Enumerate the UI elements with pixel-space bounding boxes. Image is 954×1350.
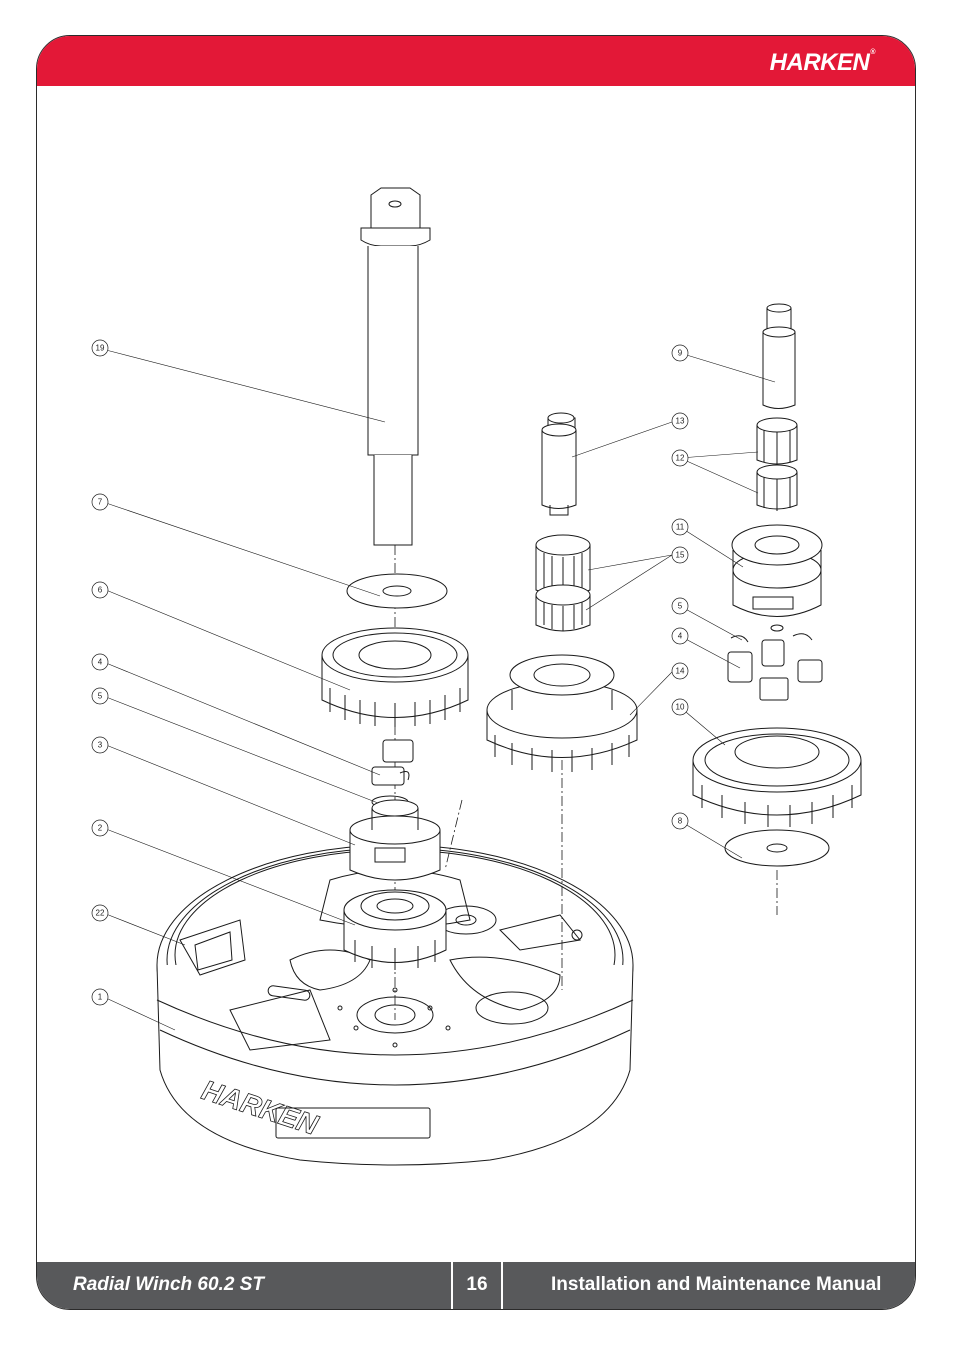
- header-band: HARKEN®: [37, 36, 915, 86]
- roller-bearings-15: [535, 534, 591, 632]
- callout-13: 13: [671, 412, 689, 430]
- callouts: 19 7 6 4 5 3 2 22 1 13 15 14 9 12 11 5 4…: [91, 339, 689, 1006]
- callout-14: 14: [671, 662, 689, 680]
- svg-text:6: 6: [98, 586, 103, 595]
- gear-14: [486, 654, 638, 990]
- callout-3: 3: [91, 736, 109, 754]
- callout-4-left: 4: [91, 653, 109, 671]
- manual-title: Installation and Maintenance Manual: [551, 1274, 882, 1295]
- svg-text:2: 2: [98, 824, 103, 833]
- gear-6: [321, 627, 469, 727]
- leader-lines: [105, 349, 776, 1031]
- svg-text:5: 5: [678, 602, 683, 611]
- washer-8: [724, 829, 830, 867]
- svg-text:22: 22: [96, 909, 105, 918]
- callout-1: 1: [91, 988, 109, 1006]
- svg-text:7: 7: [98, 498, 103, 507]
- svg-text:4: 4: [678, 632, 683, 641]
- footer-band: Radial Winch 60.2 ST 16 Installation and…: [37, 1262, 915, 1309]
- callout-7: 7: [91, 493, 109, 511]
- pawl-left: [382, 739, 414, 763]
- drive-shaft: [360, 187, 431, 1020]
- pawl-carrier: [349, 799, 441, 881]
- pawl-right: [727, 651, 753, 683]
- page-number: 16: [466, 1274, 488, 1295]
- footer-divider-right: [501, 1262, 503, 1309]
- callout-19: 19: [91, 339, 109, 357]
- svg-text:13: 13: [676, 417, 685, 426]
- footer-divider-left: [451, 1262, 453, 1309]
- callout-22: 22: [91, 904, 109, 922]
- svg-text:9: 9: [678, 349, 683, 358]
- svg-text:11: 11: [676, 523, 685, 532]
- callout-11: 11: [671, 518, 689, 536]
- product-title: Radial Winch 60.2 ST: [73, 1274, 264, 1295]
- svg-text:14: 14: [676, 667, 685, 676]
- washer-7: [346, 573, 448, 609]
- svg-text:8: 8: [678, 817, 683, 826]
- callout-2: 2: [91, 819, 109, 837]
- callout-6: 6: [91, 581, 109, 599]
- callout-5-right: 5: [671, 597, 689, 615]
- callout-12: 12: [671, 449, 689, 467]
- callout-15: 15: [671, 546, 689, 564]
- svg-text:10: 10: [676, 703, 685, 712]
- svg-text:4: 4: [98, 658, 103, 667]
- callout-8: 8: [671, 812, 689, 830]
- svg-text:15: 15: [676, 551, 685, 560]
- right-shaft: [762, 303, 796, 409]
- gear-11: [731, 524, 823, 617]
- spring-right: [730, 635, 749, 643]
- svg-text:12: 12: [676, 454, 685, 463]
- callout-10: 10: [671, 698, 689, 716]
- callout-9: 9: [671, 344, 689, 362]
- harken-logo: HARKEN®: [769, 49, 876, 76]
- pinion-gear: [343, 889, 447, 970]
- svg-text:5: 5: [98, 692, 103, 701]
- svg-text:19: 19: [96, 344, 105, 353]
- gear-10: [692, 727, 862, 827]
- callout-4-right: 4: [671, 627, 689, 645]
- intermediate-shaft: [541, 412, 577, 516]
- callout-5-left: 5: [91, 687, 109, 705]
- svg-text:3: 3: [98, 741, 103, 750]
- roller-bearings-12: [756, 417, 798, 511]
- svg-text:1: 1: [98, 993, 103, 1002]
